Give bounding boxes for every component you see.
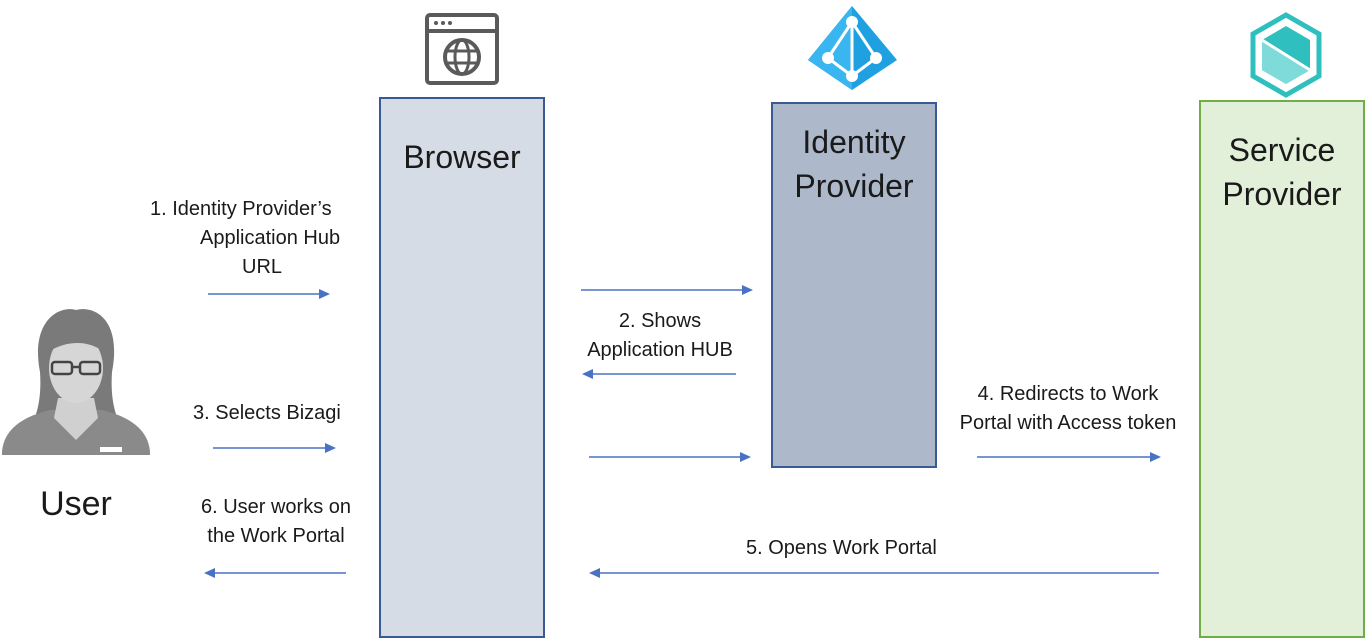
service-provider-hexagon-icon bbox=[1250, 12, 1322, 98]
identity-provider-title-line2: Provider bbox=[794, 168, 914, 204]
identity-provider-title: Identity Provider bbox=[773, 120, 935, 208]
step-6-line2: the Work Portal bbox=[207, 525, 345, 547]
service-provider-title-line1: Service bbox=[1228, 132, 1336, 168]
service-provider-lifeline: Service Provider bbox=[1199, 100, 1365, 638]
identity-provider-lifeline: Identity Provider bbox=[771, 102, 937, 468]
step-2-line2: Application HUB bbox=[587, 339, 733, 361]
arrow-step-3 bbox=[213, 443, 336, 453]
step-6-line1: 6. User works on bbox=[200, 496, 352, 518]
browser-title: Browser bbox=[403, 139, 521, 175]
arrow-step-4 bbox=[977, 452, 1161, 462]
step-1-line2: Application Hub bbox=[200, 227, 341, 249]
service-provider-title-line2: Provider bbox=[1222, 176, 1342, 212]
step-4-line2: Portal with Access token bbox=[959, 412, 1177, 434]
service-provider-title: Service Provider bbox=[1201, 128, 1363, 216]
step-2-line1: 2. Shows bbox=[618, 310, 702, 332]
step-2-label: 2. Shows Application HUB bbox=[580, 307, 740, 365]
browser-globe-icon bbox=[425, 13, 499, 85]
step-1-label: 1. Identity Provider’s Application Hub U… bbox=[144, 195, 380, 282]
arrow-step-5 bbox=[589, 568, 1159, 578]
arrow-step-2 bbox=[582, 369, 736, 379]
step-4-label: 4. Redirects to Work Portal with Access … bbox=[940, 380, 1196, 438]
arrow-step-6 bbox=[204, 568, 346, 578]
step-1-line1: 1. Identity Provider’s bbox=[150, 198, 332, 220]
user-avatar-icon bbox=[2, 309, 150, 455]
browser-lifeline: Browser bbox=[379, 97, 545, 638]
arrow-step-1-forward bbox=[581, 285, 753, 295]
arrow-step-1 bbox=[208, 289, 330, 299]
step-3-label: 3. Selects Bizagi bbox=[193, 402, 341, 424]
arrow-step-3-forward bbox=[589, 452, 751, 462]
identity-provider-title-line1: Identity bbox=[802, 124, 906, 160]
step-6-label: 6. User works on the Work Portal bbox=[186, 493, 366, 551]
azure-active-directory-icon bbox=[808, 6, 897, 90]
step-4-line1: 4. Redirects to Work bbox=[977, 383, 1159, 405]
user-label: User bbox=[40, 485, 112, 523]
step-5-label: 5. Opens Work Portal bbox=[746, 537, 937, 559]
step-1-line3: URL bbox=[242, 256, 283, 278]
